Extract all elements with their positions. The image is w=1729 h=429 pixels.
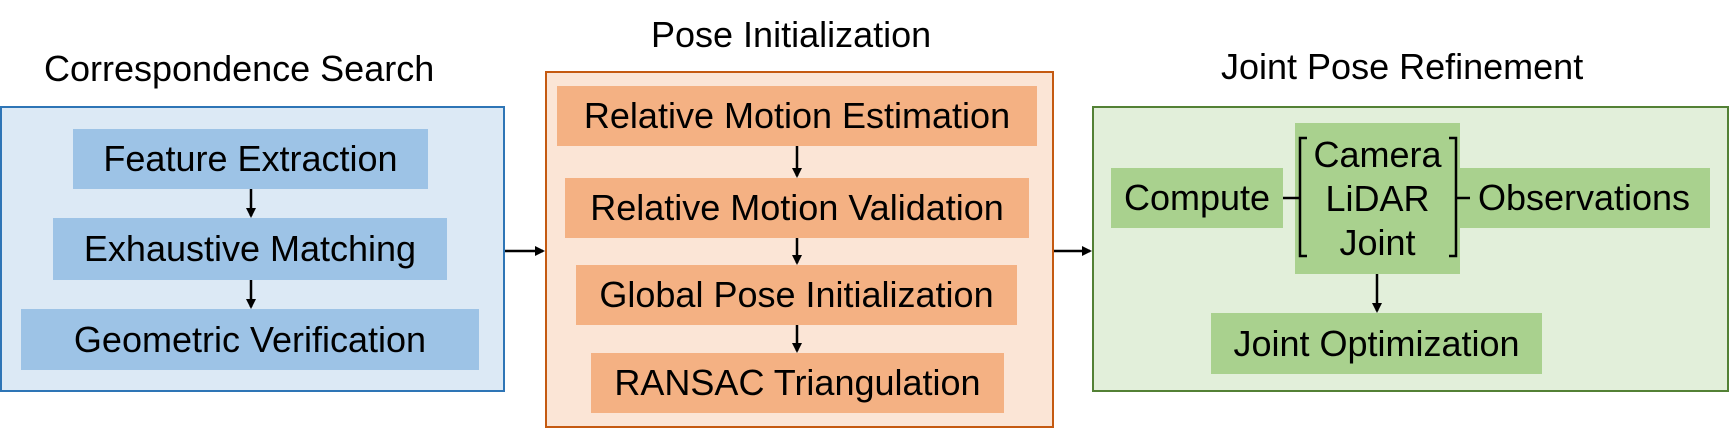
pose-initialization-title: Pose Initialization	[651, 14, 932, 55]
correspondence-search-title: Correspondence Search	[44, 48, 435, 89]
left-bracket	[1298, 136, 1307, 258]
ransac-triangulation-box: RANSAC Triangulation	[591, 353, 1004, 413]
observations-box: Observations	[1458, 168, 1710, 228]
exhaustive-matching-box: Exhaustive Matching	[53, 218, 447, 280]
geometric-verification-box: Geometric Verification	[21, 309, 479, 370]
joint-optimization-box: Joint Optimization	[1211, 313, 1542, 374]
joint-pose-refinement-title: Joint Pose Refinement	[1221, 46, 1584, 87]
global-pose-initialization-box: Global Pose Initialization	[576, 265, 1017, 325]
joint-label: Joint	[1339, 221, 1416, 263]
lidar-label: LiDAR	[1325, 177, 1430, 219]
relative-motion-validation-box: Relative Motion Validation	[565, 178, 1029, 238]
camera-label: Camera	[1313, 133, 1442, 175]
compute-box: Compute	[1111, 168, 1283, 228]
right-bracket	[1449, 136, 1458, 258]
feature-extraction-box: Feature Extraction	[73, 129, 428, 189]
observation-types-box: Camera LiDAR Joint	[1295, 123, 1460, 274]
relative-motion-estimation-box: Relative Motion Estimation	[557, 86, 1037, 146]
